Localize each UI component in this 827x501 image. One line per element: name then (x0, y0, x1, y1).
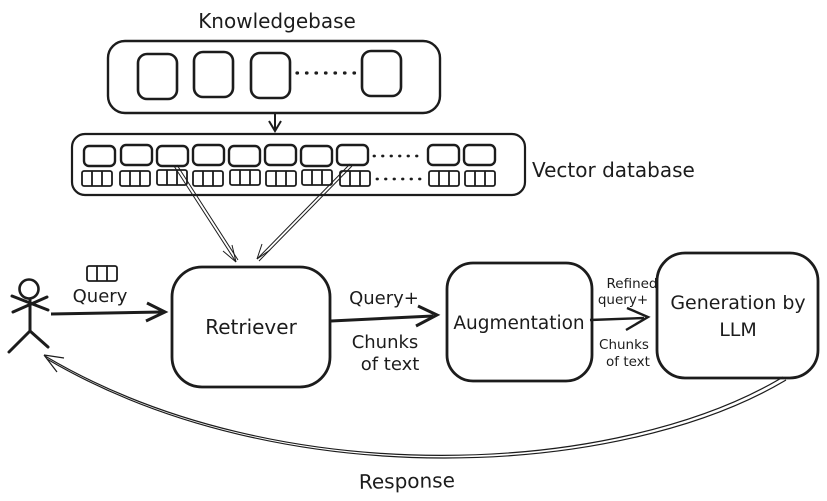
refined-label-line1: Refined (606, 276, 657, 292)
response-arrow (43, 354, 787, 459)
chunk-icon (426, 143, 461, 167)
response-label: Response (359, 468, 455, 494)
chunk-to-retriever-arrow (256, 163, 353, 262)
retriever-node: Retriever (170, 265, 332, 389)
vector-database-label: Vector database (532, 158, 695, 182)
chunk-icon (299, 144, 334, 168)
chunk-icon (155, 144, 190, 168)
knowledgebase-title: Knowledgebase (198, 9, 356, 33)
vector-icon (81, 170, 113, 187)
generation-node: Generation by LLM (655, 251, 820, 380)
retriever-to-augmentation-arrow (330, 304, 441, 328)
vector-icon (265, 170, 297, 187)
augmentation-node: Augmentation (445, 261, 594, 383)
generation-label-line2: LLM (719, 319, 757, 341)
chunk-icon (335, 143, 370, 167)
document-icon (136, 52, 179, 101)
vector-icon (464, 170, 496, 187)
chunk-icon (119, 143, 154, 167)
vector-icon (156, 169, 188, 186)
knowledgebase-group: Knowledgebase (106, 9, 442, 115)
augmentation-label: Augmentation (453, 313, 584, 334)
vector-database-group: Vector database (70, 132, 695, 197)
chunks2-label-line1: Chunks (599, 337, 649, 353)
generation-box (655, 251, 820, 380)
chunks-label-line2: of text (361, 354, 420, 375)
chunk-to-retriever-arrow (173, 164, 239, 263)
augmentation-to-generation-arrow (589, 306, 651, 332)
chunk-icon (227, 144, 262, 168)
document-icon (360, 49, 403, 98)
vector-icon (428, 170, 460, 187)
retriever-box (170, 265, 332, 389)
retriever-label: Retriever (205, 315, 297, 339)
chunks-label-line1: Chunks (352, 332, 419, 353)
vector-database-box (70, 132, 527, 197)
vector-icon (192, 170, 224, 187)
chunk-icon (82, 144, 117, 168)
query-plus-label: Query+ (349, 288, 419, 309)
vector-icon (119, 170, 151, 187)
chunk-icon (191, 143, 226, 167)
document-icon (249, 51, 292, 100)
generation-label-line1: Generation by (670, 292, 805, 314)
document-icon (192, 50, 235, 99)
user-stick-figure-icon (7, 278, 50, 354)
augmentation-box (445, 261, 594, 383)
query-vector-icon (86, 265, 118, 282)
query-label: Query (73, 286, 128, 307)
chunks2-label-line2: of text (606, 354, 650, 370)
kb-to-vdb-arrow (268, 113, 282, 133)
vector-icon (229, 169, 261, 186)
vector-icon (301, 169, 333, 186)
refined-label-line2: query+ (598, 292, 648, 308)
chunk-icon (462, 143, 497, 167)
chunk-icon (263, 143, 298, 167)
query-arrow (50, 301, 169, 323)
